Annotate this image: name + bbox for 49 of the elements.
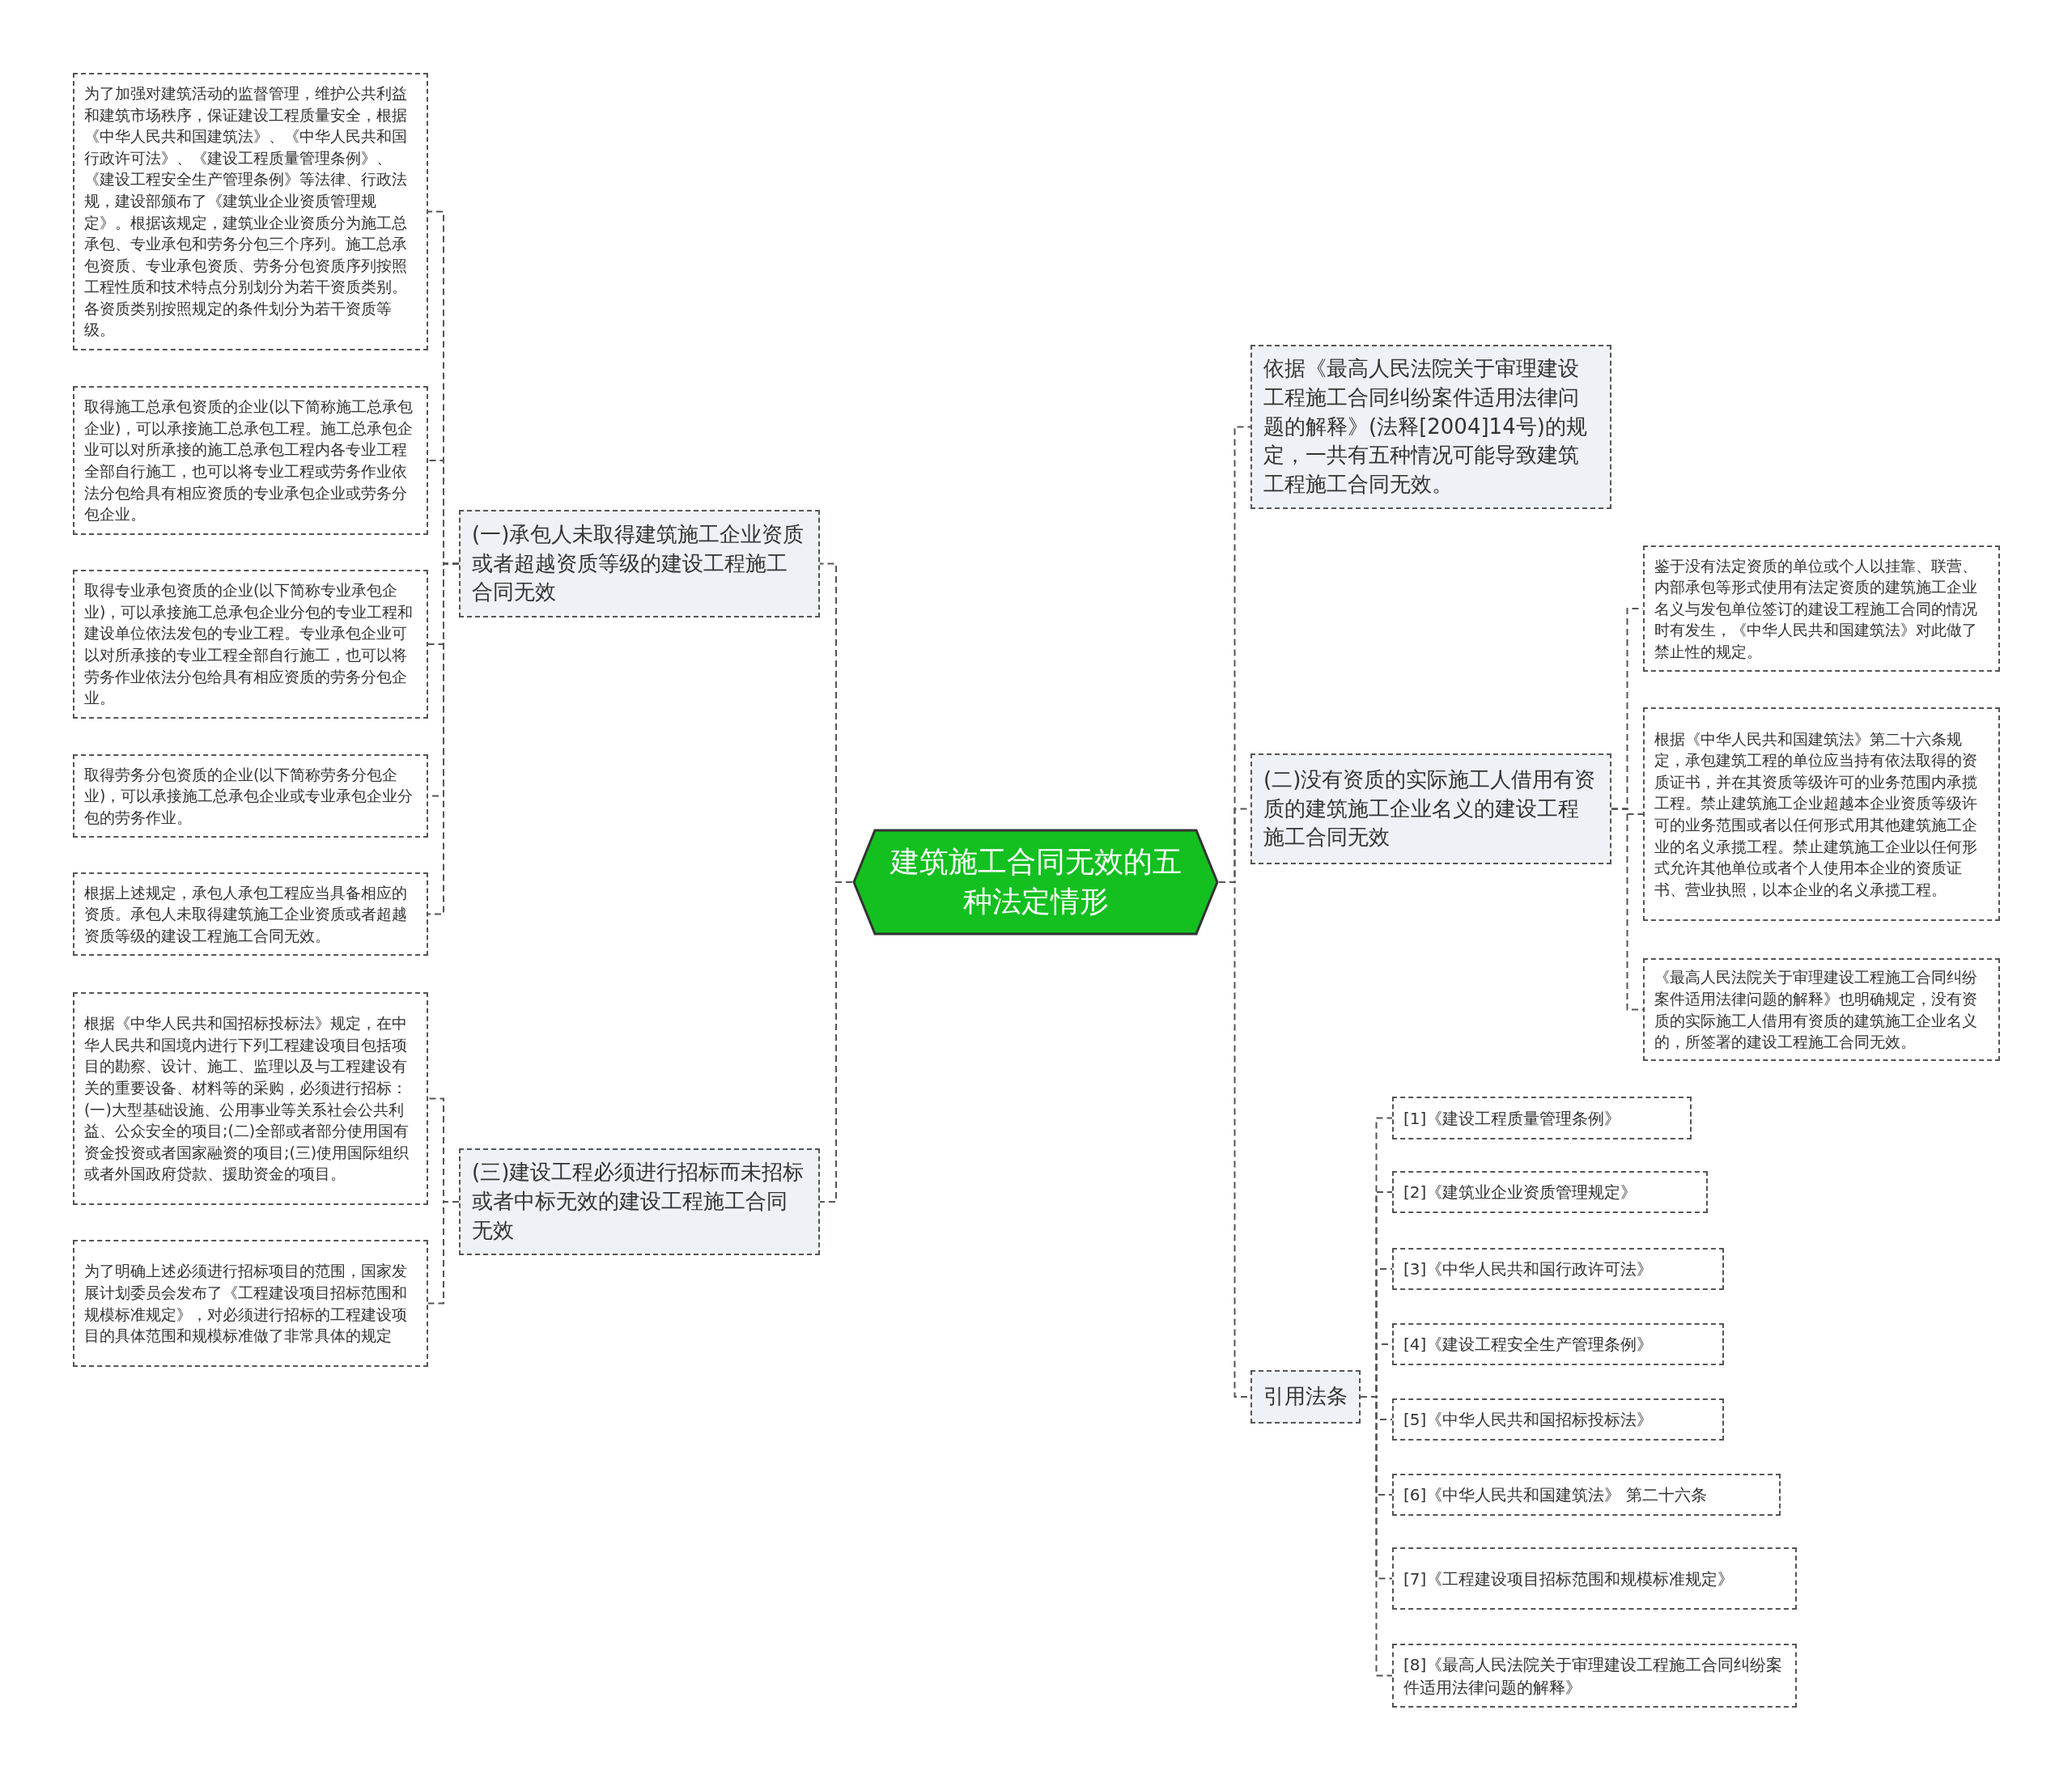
branch-text: (三)建设工程必须进行招标而未招标或者中标无效的建设工程施工合同无效 — [471, 1159, 805, 1244]
note-text: [8]《最高人民法院关于审理建设工程施工合同纠纷案件适用法律问题的解释》 — [1403, 1653, 1784, 1699]
note-box — [1392, 1644, 1797, 1708]
note-text: [5]《中华人民共和国招标投标法》 — [1403, 1409, 1654, 1431]
note-box — [73, 570, 428, 719]
topic-title: 建筑施工合同无效的五种法定情形 — [889, 844, 1182, 919]
note-box — [1392, 1398, 1724, 1441]
note-box — [1392, 1323, 1724, 1365]
note-text: 根据《中华人民共和国招标投标法》规定，在中华人民共和国境内进行下列工程建设项目包括项目的勘察、设计、施工、监理以及与工程建设有关的重要设备、材料等的采购，必须进行招标：(一)大型基础设施、公用事业等关系社会公共利益、公众安全的项目;(二)全部或者部分使用国有资金投资或者国家融资的项目;(三)使用国际组织或者外国政府贷款、援助资金的项目。 — [83, 1013, 410, 1185]
note-text: 鉴于没有法定资质的单位或个人以挂靠、联营、内部承包等形式使用有法定资质的建筑施工企业名义与发包单位签订的建设工程施工合同的情况时有发生，《中华人民共和国建筑法》对此做了禁止性的规定。 — [1654, 555, 1978, 662]
branch-box — [459, 510, 820, 617]
branch-text: 引用法条 — [1263, 1383, 1348, 1411]
note-text: 取得劳务分包资质的企业(以下简称劳务分包企业)，可以承接施工总承包企业或专业承包企业分包的劳务作业。 — [83, 764, 414, 828]
note-box — [1392, 1547, 1797, 1610]
branch-text: 依据《最高人民法院关于审理建设工程施工合同纠纷案件适用法律问题的解释》(法释[2004]14号)的规定，一共有五种情况可能导致建筑工程施工合同无效。 — [1263, 354, 1588, 499]
note-text: 根据上述规定，承包人承包工程应当具备相应的资质。承包人未取得建筑施工企业资质或者超越资质等级的建设工程施工合同无效。 — [83, 882, 408, 946]
note-text: 为了加强对建筑活动的监督管理，维护公共利益和建筑市场秩序，保证建设工程质量安全，根据《中华人民共和国建筑法》、《中华人民共和国行政许可法》、《建设工程质量管理条例》、《建设工程安全生产管理条例》等法律、行政法规，建设部颁布了《建筑业企业资质管理规定》。根据该规定，建筑业企业资质分为施工总承包、专业承包和劳务分包三个序列。施工总承包资质、专业承包资质、劳务分包资质序列按照工程性质和技术特点分别划分为若干资质类别。各资质类别按照规定的条件划分为若干资质等级。 — [83, 83, 408, 341]
note-box — [73, 386, 428, 535]
note-box — [73, 1240, 428, 1367]
note-text: 为了明确上述必须进行招标项目的范围，国家发展计划委员会发布了《工程建设项目招标范围和规模标准规定》，对必须进行招标的工程建设项目的具体范围和规模标准做了非常具体的规定 — [83, 1261, 408, 1347]
note-text: 《最高人民法院关于审理建设工程施工合同纠纷案件适用法律问题的解释》也明确规定，没有资质的实际施工人借用有资质的建筑施工企业名义的，所签署的建设工程施工合同无效。 — [1654, 967, 1978, 1053]
branch-box — [1250, 1370, 1361, 1424]
note-text: [6]《中华人民共和国建筑法》 第二十六条 — [1403, 1484, 1708, 1506]
note-box — [1643, 707, 2000, 921]
note-box — [73, 73, 428, 350]
branch-box — [1250, 753, 1611, 864]
note-box — [1392, 1171, 1708, 1213]
note-box — [73, 754, 428, 838]
note-text: 取得施工总承包资质的企业(以下简称施工总承包企业)，可以承接施工总承包工程。施工总承包企业可以对所承接的施工总承包工程内各专业工程全部自行施工，也可以将专业工程或劳务作业依法分包给具有相应资质的专业承包企业或劳务分包企业。 — [83, 397, 414, 525]
note-box — [1643, 545, 2000, 672]
note-text: [3]《中华人民共和国行政许可法》 — [1403, 1258, 1654, 1280]
note-text: 取得专业承包资质的企业(以下简称专业承包企业)，可以承接施工总承包企业分包的专业工程和建设单位依法发包的专业工程。专业承包企业可以对所承接的专业工程全部自行施工，也可以将劳务作业依法分包给具有相应资质的劳务分包企业。 — [83, 580, 414, 709]
note-box — [73, 992, 428, 1205]
central-topic — [852, 829, 1219, 936]
connector-line — [427, 1201, 460, 1305]
note-box — [1392, 1248, 1724, 1290]
note-text: [7]《工程建设项目招标范围和规模标准规定》 — [1403, 1568, 1735, 1590]
branch-text: (二)没有资质的实际施工人借用有资质的建筑施工企业名义的建设工程施工合同无效 — [1263, 766, 1597, 851]
note-text: [1]《建设工程质量管理条例》 — [1403, 1107, 1622, 1130]
note-box — [73, 872, 428, 956]
branch-text: (一)承包人未取得建筑施工企业资质或者超越资质等级的建设工程施工合同无效 — [471, 520, 805, 606]
note-text: 根据《中华人民共和国建筑法》第二十六条规定，承包建筑工程的单位应当持有依法取得的资质证书，并在其资质等级许可的业务范围内承揽工程。禁止建筑施工企业超越本企业资质等级许可的业务范围或者以任何形式用其他建筑施工企业的名义承揽工程。禁止建筑施工企业以任何形式允许其他单位或者个人使用本企业的资质证书、营业执照，以本企业的名义承揽工程。 — [1654, 728, 1978, 900]
branch-box — [459, 1148, 820, 1255]
note-box — [1392, 1474, 1781, 1516]
note-text: [2]《建筑业企业资质管理规定》 — [1403, 1182, 1638, 1203]
note-box — [1643, 958, 2000, 1061]
note-box — [1392, 1097, 1692, 1139]
branch-box — [1250, 345, 1611, 509]
note-text: [4]《建设工程安全生产管理条例》 — [1403, 1334, 1654, 1356]
